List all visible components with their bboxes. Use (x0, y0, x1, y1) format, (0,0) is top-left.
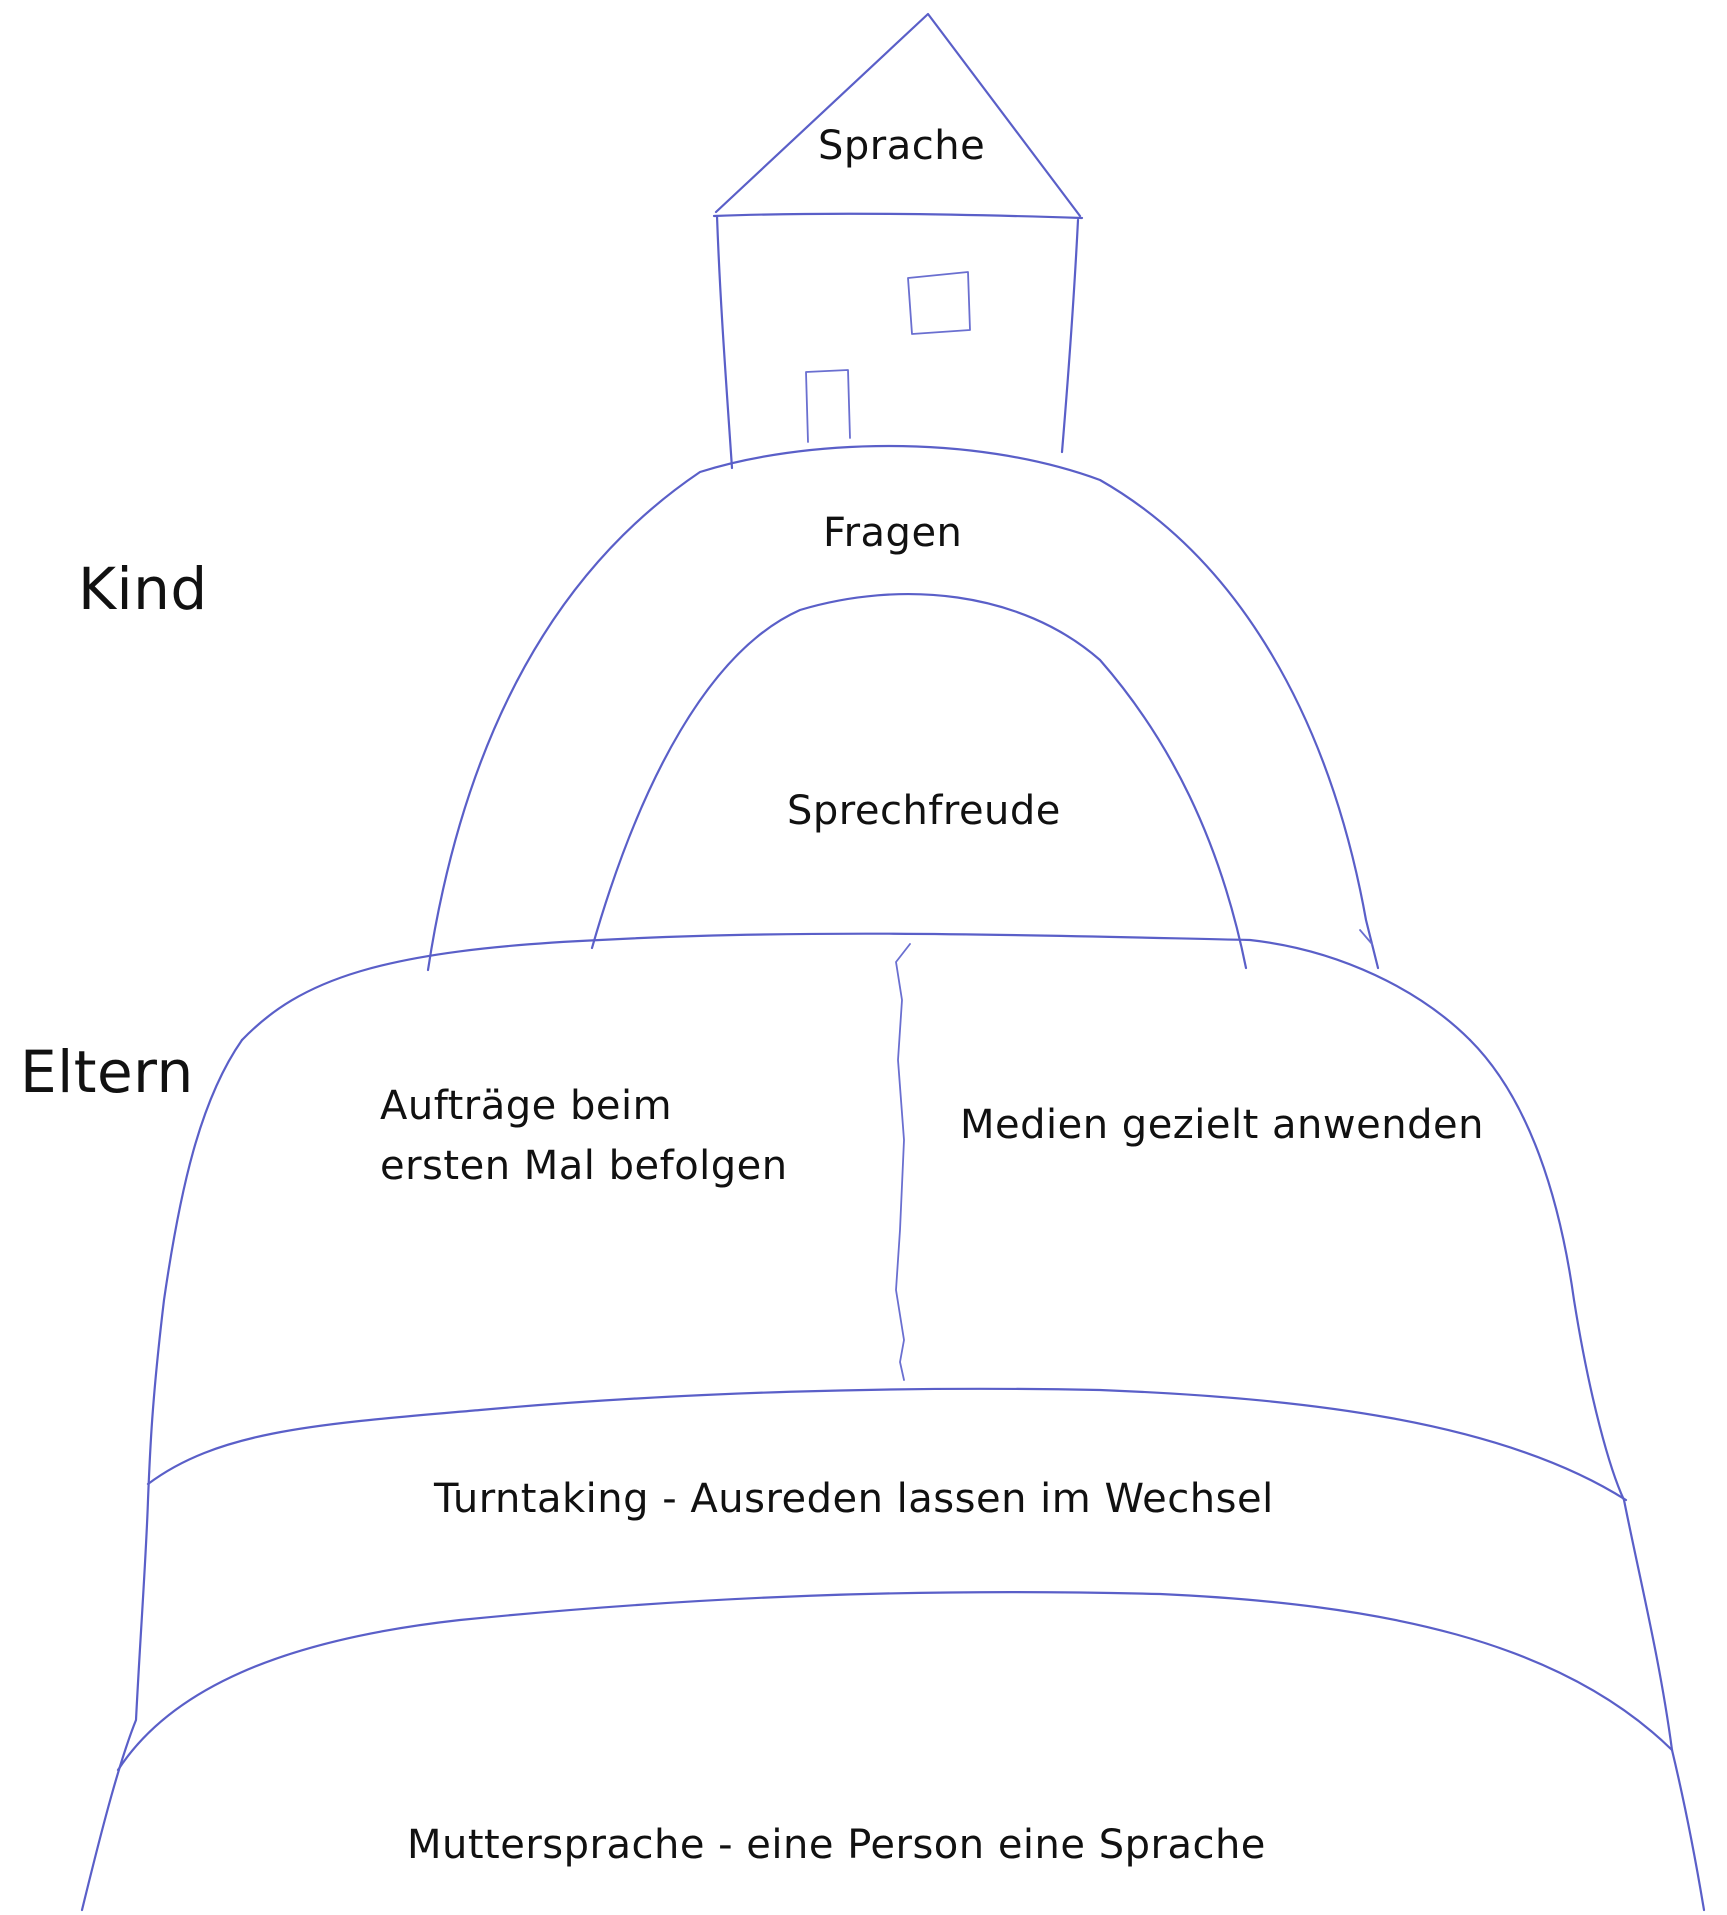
outline-left (80, 1038, 244, 1912)
inner-arch (590, 593, 1248, 970)
sprechfreude-label: Sprechfreude (787, 788, 1061, 834)
house-door (805, 369, 851, 443)
auftraege-label: Aufträge beim ersten Mal befolgen (380, 1076, 788, 1196)
muttersprache-label: Muttersprache - eine Person eine Sprache (407, 1822, 1266, 1868)
turntaking-label: Turntaking - Ausreden lassen im Wechsel (434, 1476, 1274, 1522)
house-roof (714, 12, 1082, 218)
turntaking-top-line (146, 1387, 1628, 1502)
muttersprache-top-line (116, 1590, 1674, 1772)
fragen-label: Fragen (823, 510, 963, 556)
outer-arch-tail (1359, 929, 1373, 945)
eltern-label: Eltern (20, 1038, 194, 1106)
roof-label: Sprache (818, 123, 986, 169)
house-right-wall (1060, 218, 1080, 454)
house-window (907, 271, 971, 335)
kind-label: Kind (78, 555, 208, 623)
eltern-divider (895, 943, 911, 1381)
medien-label: Medien gezielt anwenden (960, 1102, 1484, 1148)
house-left-wall (715, 214, 734, 470)
outline-right (1468, 1038, 1706, 1912)
eltern-top-line (240, 932, 1472, 1042)
auftraege-line-1: Aufträge beim (380, 1083, 673, 1129)
outer-arch (426, 444, 1380, 972)
house-roof-base (712, 212, 1084, 220)
auftraege-line-2: ersten Mal befolgen (380, 1143, 788, 1189)
